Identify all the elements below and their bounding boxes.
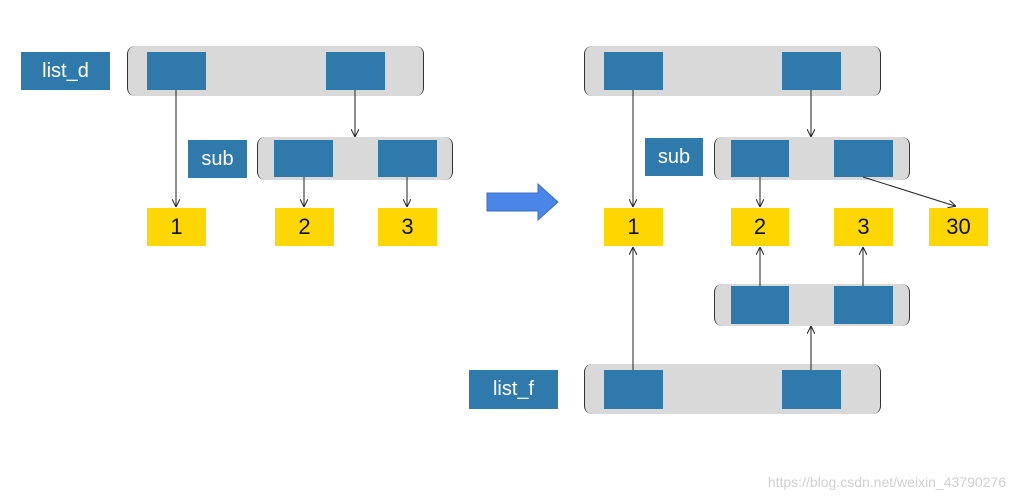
value-box-2-left: 2 [275,208,334,246]
sub-copy-slot-1 [834,286,893,324]
sub-left-slot-1 [378,140,437,177]
sub-label-left: sub [188,140,247,178]
list-d-label: list_d [21,52,110,90]
list-f-slot-1 [782,370,841,409]
transition-arrow [486,182,559,222]
value-box-1-right: 1 [604,208,663,246]
list-f-label: list_f [469,370,558,409]
value-box-3-left: 3 [378,208,437,246]
sub-label-right: sub [645,138,703,176]
list-d-slot-0 [147,52,206,90]
right-top-slot-1 [782,52,841,90]
list-d-slot-1 [326,52,385,90]
arrow-sub-to-30 [862,176,955,206]
value-box-30-right: 30 [929,208,988,246]
value-box-1-left: 1 [147,208,206,246]
sub-copy-slot-0 [731,286,789,324]
watermark: https://blog.csdn.net/weixin_43790276 [767,474,1006,490]
list-f-slot-0 [604,370,663,409]
value-box-2-right: 2 [731,208,789,246]
right-top-slot-0 [604,52,663,90]
sub-left-slot-0 [274,140,333,177]
sub-right-slot-1 [834,140,893,177]
value-box-3-right: 3 [834,208,893,246]
sub-right-slot-0 [731,140,789,177]
